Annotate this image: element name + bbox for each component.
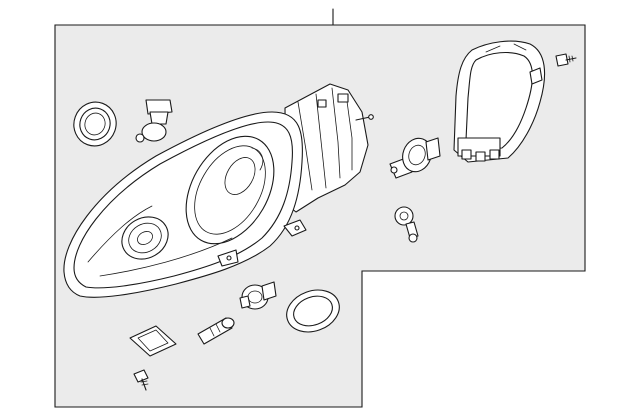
mounting-screw[interactable] (555, 53, 577, 67)
rear-housing-cover[interactable] (453, 40, 546, 163)
high-beam-bulb[interactable] (135, 99, 173, 143)
low-beam-bulb[interactable] (389, 134, 441, 179)
bulb-socket[interactable] (394, 206, 419, 243)
side-marker-bulb[interactable] (197, 317, 235, 345)
gasket[interactable] (129, 325, 177, 357)
dust-cap-upper[interactable] (68, 96, 123, 152)
adjuster-screw[interactable] (133, 369, 149, 391)
diagram-panel (54, 24, 586, 408)
headlamp-assembly[interactable] (63, 83, 374, 298)
dust-cap-lower[interactable] (281, 283, 345, 339)
turn-signal-bulb[interactable] (239, 281, 277, 310)
